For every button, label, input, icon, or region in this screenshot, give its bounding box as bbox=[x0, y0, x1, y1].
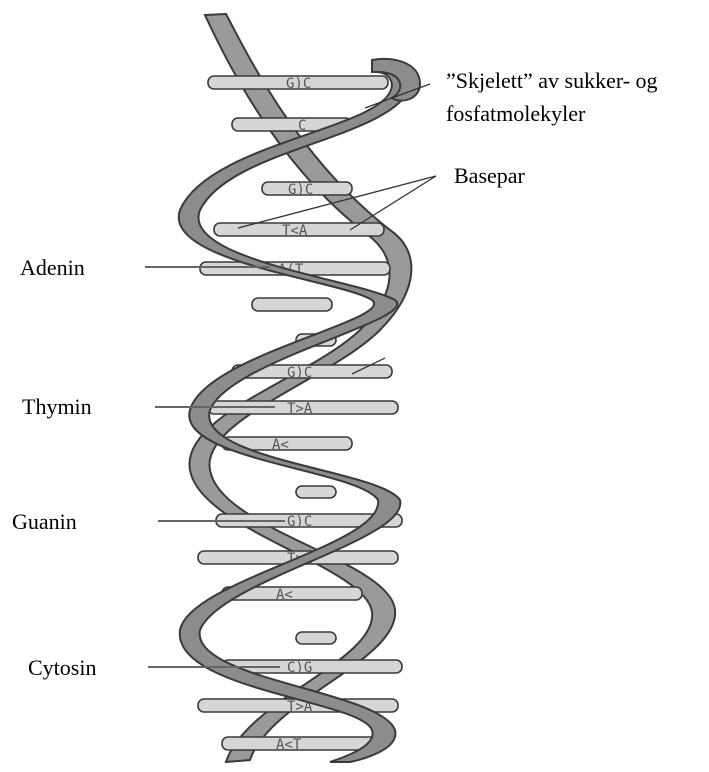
base-pair-text: G)C bbox=[287, 365, 312, 381]
base-pair-text: G)C bbox=[287, 514, 312, 530]
base-pair-text: G)C bbox=[286, 76, 311, 92]
backbone-label-line2: fosfatmolekyler bbox=[446, 101, 586, 126]
base-pair-rung bbox=[296, 486, 336, 498]
base-pair-text: G)C bbox=[288, 182, 313, 198]
cytosine-label: Cytosin bbox=[28, 655, 96, 680]
base-pair-text: C)G bbox=[287, 660, 312, 676]
base-pair-text: A< bbox=[272, 437, 289, 453]
basepair-leader-line-2 bbox=[350, 176, 436, 230]
adenine-label: Adenin bbox=[20, 255, 85, 280]
base-pair-text: C bbox=[298, 118, 306, 134]
base-pair-rung bbox=[296, 632, 336, 644]
base-pair-text: A< bbox=[276, 587, 293, 603]
base-pair-text: T>A bbox=[287, 401, 313, 417]
backbone-label-line1: ”Skjelett” av sukker- og bbox=[446, 68, 658, 93]
basepair-label: Basepar bbox=[454, 163, 526, 188]
base-pair-text: T<A bbox=[282, 223, 308, 239]
base-pair-rung bbox=[222, 737, 382, 750]
base-pair-text: A<T bbox=[276, 737, 302, 753]
thymine-label: Thymin bbox=[22, 394, 92, 419]
guanine-label: Guanin bbox=[12, 509, 77, 534]
base-pair-rung bbox=[252, 298, 332, 311]
